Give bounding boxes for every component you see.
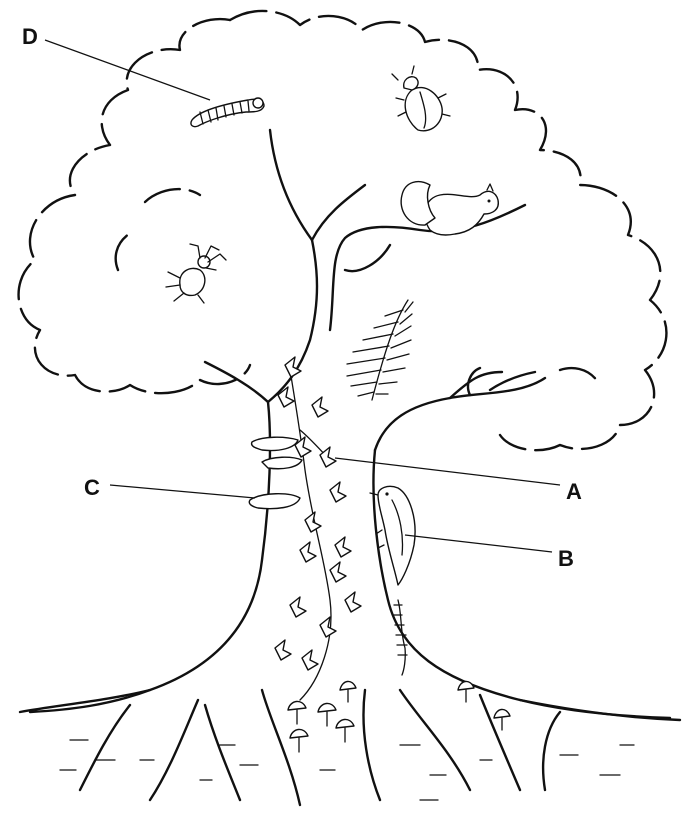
label-a: A	[566, 479, 582, 504]
spider-icon	[166, 244, 226, 303]
fern-icon	[347, 300, 413, 400]
mushroom-icon	[288, 681, 510, 752]
leader-line-a	[335, 458, 560, 485]
label-c: C	[84, 475, 100, 500]
leader-lines	[45, 40, 560, 552]
ivy-icon	[275, 357, 361, 700]
ground-roots	[20, 690, 680, 805]
label-d: D	[22, 24, 38, 49]
soil-marks	[60, 740, 634, 800]
bracket-fungus-icon	[249, 437, 302, 508]
tree-trunk	[30, 130, 670, 718]
beetle-icon	[392, 66, 450, 131]
label-b: B	[558, 546, 574, 571]
squirrel-icon	[401, 182, 498, 235]
leader-line-c	[110, 485, 255, 498]
grub-larva-icon	[191, 98, 264, 127]
tree-canopy	[19, 11, 667, 450]
leader-line-b	[405, 535, 552, 552]
